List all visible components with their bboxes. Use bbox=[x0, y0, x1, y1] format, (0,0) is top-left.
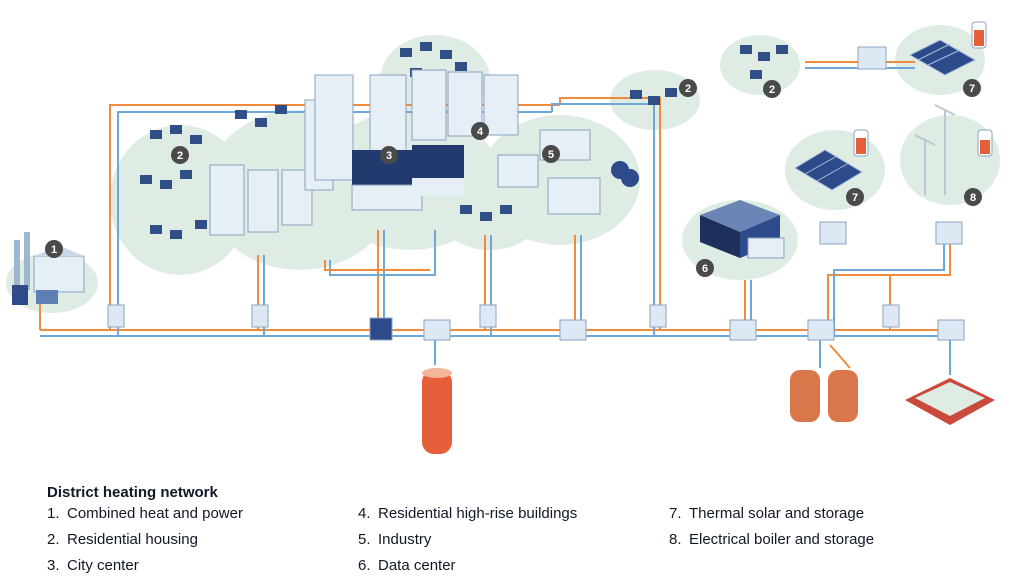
badge-city-center: 3 bbox=[380, 146, 398, 164]
residential-housing-left bbox=[140, 105, 287, 239]
industry-buildings bbox=[497, 129, 639, 215]
badge-solar-mid: 7 bbox=[846, 188, 864, 206]
svg-text:2: 2 bbox=[177, 150, 183, 162]
chp-plant bbox=[12, 232, 85, 305]
residential-housing-right bbox=[460, 45, 788, 221]
svg-text:8: 8 bbox=[970, 192, 976, 204]
svg-text:1: 1 bbox=[51, 244, 57, 256]
solar-panels-mid bbox=[794, 149, 863, 191]
city-buildings bbox=[209, 74, 464, 236]
badge-housing-top-right: 2 bbox=[763, 80, 781, 98]
svg-text:5: 5 bbox=[548, 149, 554, 161]
svg-text:3: 3 bbox=[386, 150, 392, 162]
badge-boiler: 8 bbox=[964, 188, 982, 206]
svg-text:4: 4 bbox=[477, 126, 484, 138]
high-rise-buildings bbox=[411, 69, 519, 141]
badge-solar-top: 7 bbox=[963, 79, 981, 97]
svg-text:7: 7 bbox=[852, 192, 858, 204]
svg-text:6: 6 bbox=[702, 263, 708, 275]
badge-data-center: 6 bbox=[696, 259, 714, 277]
badge-industry: 5 bbox=[542, 145, 560, 163]
large-thermal-storage bbox=[422, 368, 995, 454]
storage-indicators bbox=[853, 21, 993, 157]
badge-housing-right: 2 bbox=[679, 79, 697, 97]
badge-high-rise: 4 bbox=[471, 122, 489, 140]
svg-text:2: 2 bbox=[685, 83, 691, 95]
number-badges: 1 2 3 4 5 2 2 7 7 8 6 bbox=[45, 79, 982, 277]
heat-exchangers bbox=[107, 46, 965, 341]
svg-text:7: 7 bbox=[969, 83, 975, 95]
solar-panels-top bbox=[908, 39, 977, 76]
wind-turbines bbox=[914, 104, 956, 195]
badge-housing-left: 2 bbox=[171, 146, 189, 164]
data-center bbox=[700, 200, 785, 259]
badge-chp: 1 bbox=[45, 240, 63, 258]
svg-text:2: 2 bbox=[769, 84, 775, 96]
